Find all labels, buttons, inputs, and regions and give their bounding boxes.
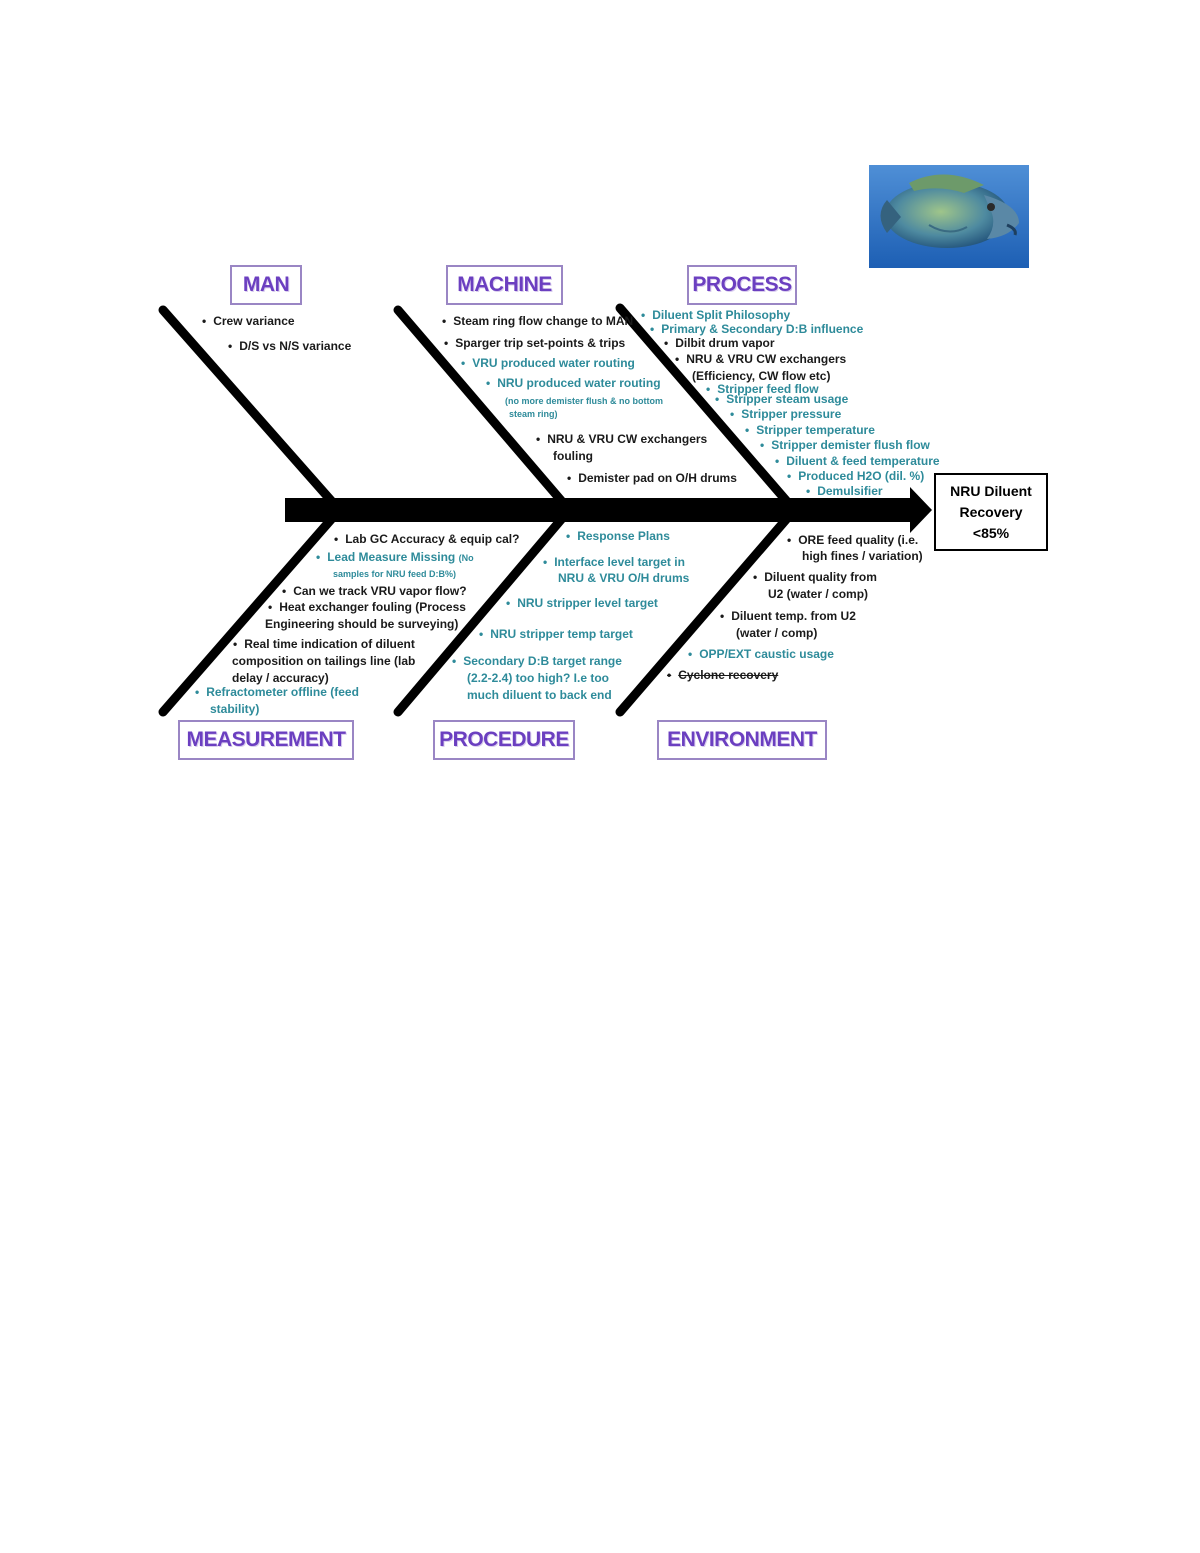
cause-item: •Real time indication of diluent [233,636,415,653]
cause-item: •D/S vs N/S variance [228,338,351,355]
effect-box: NRU Diluent Recovery <85% [934,473,1048,551]
cause-item: •NRU stripper level target [506,595,658,612]
cause-item: fouling [553,448,593,465]
fish-photo [869,165,1029,268]
cause-item: •Cyclone recovery [667,667,778,684]
cause-item: composition on tailings line (lab [232,653,415,670]
cause-item: (water / comp) [736,625,817,642]
spine [285,498,915,522]
category-process: PROCESS [687,265,797,305]
cause-item: •NRU produced water routing [486,375,661,392]
cause-item: •Crew variance [202,313,295,330]
effect-line: Recovery [950,502,1032,523]
effect-line: <85% [950,523,1032,544]
cause-item: •Interface level target in [543,554,685,571]
cause-item: Engineering should be surveying) [265,616,458,633]
cause-item: steam ring) [509,408,558,421]
effect-line: NRU Diluent [950,481,1032,502]
cause-item: •ORE feed quality (i.e. [787,532,918,549]
cause-item: •Stripper pressure [730,406,841,423]
category-machine: MACHINE [446,265,563,305]
cause-item: •Stripper demister flush flow [760,437,930,454]
cause-item: U2 (water / comp) [768,586,868,603]
cause-item: •Diluent quality from [753,569,877,586]
cause-item: •Can we track VRU vapor flow? [282,583,467,600]
category-measurement: MEASUREMENT [178,720,354,760]
category-environment: ENVIRONMENT [657,720,827,760]
spine-arrowhead [910,487,932,533]
cause-item: •Steam ring flow change to MAN [442,313,633,330]
cause-item: •Diluent temp. from U2 [720,608,856,625]
cause-item: NRU & VRU O/H drums [558,570,689,587]
cause-item: •NRU stripper temp target [479,626,633,643]
cause-item: •Lab GC Accuracy & equip cal? [334,531,519,548]
cause-item: •Dilbit drum vapor [664,335,775,352]
cause-item: •Lead Measure Missing (No [316,549,474,567]
cause-item: •Response Plans [566,528,670,545]
cause-item: •Demulsifier [806,483,883,500]
cause-item: •OPP/EXT caustic usage [688,646,834,663]
cause-item: samples for NRU feed D:B%) [333,568,456,581]
cause-item: •Demister pad on O/H drums [567,470,737,487]
category-man: MAN [230,265,302,305]
cause-item: •NRU & VRU CW exchangers [536,431,707,448]
cause-item: (2.2-2.4) too high? I.e too [467,670,609,687]
cause-item: •Sparger trip set-points & trips [444,335,625,352]
cause-item: •VRU produced water routing [461,355,635,372]
cause-item: (no more demister flush & no bottom [505,395,663,408]
cause-item: •Heat exchanger fouling (Process [268,599,466,616]
cause-item: high fines / variation) [802,548,923,565]
cause-item: •NRU & VRU CW exchangers [675,351,846,368]
cause-item: stability) [210,701,259,718]
cause-item: •Refractometer offline (feed [195,684,359,701]
cause-item: •Secondary D:B target range [452,653,622,670]
cause-item: much diluent to back end [467,687,612,704]
category-procedure: PROCEDURE [433,720,575,760]
